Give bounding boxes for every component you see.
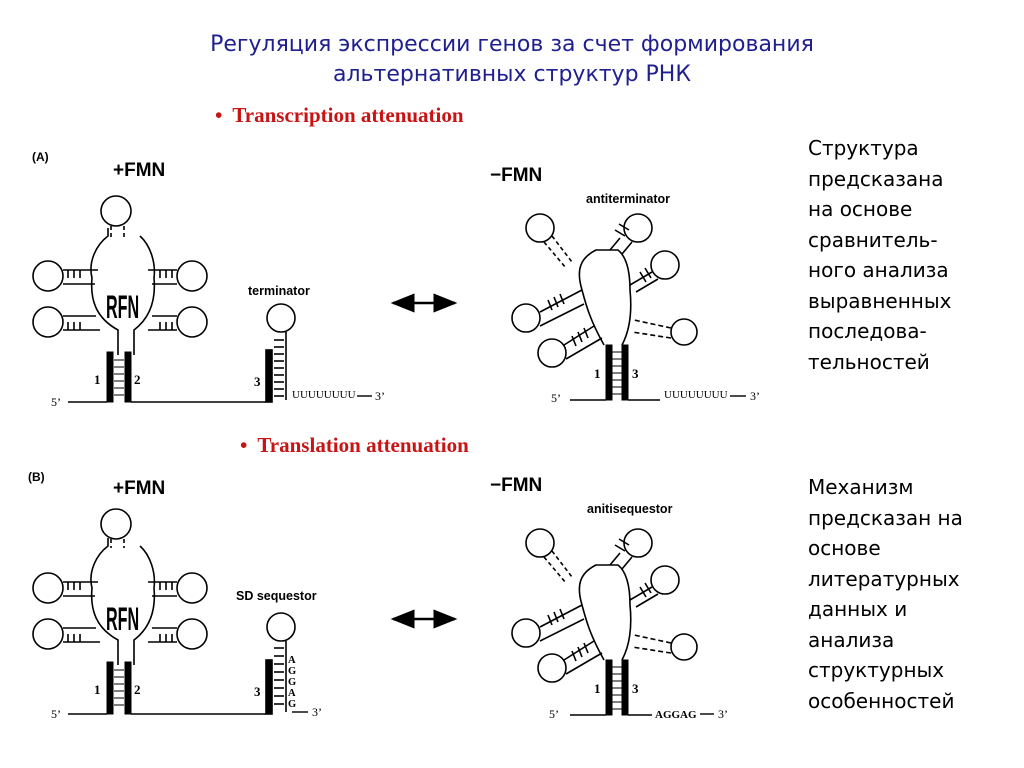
sd-sequestor-label: SD sequestor [236,589,317,603]
note-line: литературных [808,566,960,591]
section-heading-transcription: • Transcription attenuation [215,103,464,128]
end-3-b-right: 3’ [718,707,728,721]
note-line: предсказана [808,166,944,191]
note-line: сравнитель- [808,227,938,252]
end-5-b: 5’ [51,707,61,721]
stem-number-1-a-right: 1 [594,366,601,381]
rfn-label-a: RFN [106,290,139,325]
antiterminator-label: antiterminator [586,192,671,206]
stem-number-2-a: 2 [134,372,141,387]
terminator-hairpin-a [265,303,296,403]
stem-number-1-b: 1 [94,682,101,697]
note-line: на основе [808,197,913,221]
note-line: выравненных [808,288,952,313]
sd-letter-4: A [288,688,296,699]
antisequestor-label: anitisequestor [587,502,673,516]
note-line: структурных [808,658,945,682]
bullet-icon: • [240,433,248,457]
note-line: Структура [808,136,919,160]
page-title: Регуляция экспрессии генов за счет форми… [0,30,1024,90]
rfn-label-b: RFN [106,602,139,637]
note-line: предсказан на [808,505,963,530]
u-tail-a-right: UUUUUUUU [664,389,728,401]
plus-fmn-label-a: +FMN [113,160,166,181]
sd-sequestor-hairpin-b [265,612,296,715]
stem-number-1-b-right: 1 [594,681,601,696]
note-line: Механизм [808,475,914,499]
sd-letter-1: A [288,655,296,666]
section-heading-translation: • Translation attenuation [240,433,469,458]
end-3-a: 3’ [375,389,385,403]
sd-letter-5: G [288,699,296,710]
stem-number-3-a-right: 3 [632,366,639,381]
stem-1-3-a-right [605,344,629,401]
stem-number-3-a: 3 [254,374,261,389]
note-structure-prediction: Структура предсказана на основе сравните… [808,133,951,377]
plus-fmn-label-b: +FMN [113,478,166,499]
panel-letter-b: (B) [28,470,45,484]
u-tail-a: UUUUUUUU [292,389,356,401]
stem-number-2-b: 2 [134,682,141,697]
title-line-2: альтернативных структур РНК [333,62,691,87]
end-5-a-right: 5’ [551,391,561,405]
panel-letter-a: (A) [32,150,49,164]
stem-1-3-b-right [605,659,629,716]
terminator-label: terminator [248,284,310,298]
stem-1-2-a [106,351,132,403]
stem-1-2-b [106,661,132,715]
end-5-b-right: 5’ [549,707,559,721]
rfn-aptamer-a [32,195,208,355]
minus-fmn-label-b: −FMN [490,475,543,496]
stem-number-3-b: 3 [254,684,261,699]
end-3-a-right: 3’ [750,389,760,403]
stem-number-1-a: 1 [94,372,101,387]
minus-fmn-label-a: −FMN [490,165,543,186]
bullet-icon: • [215,103,223,127]
heading-text: Transcription attenuation [232,103,464,127]
note-line: ного анализа [808,258,949,282]
sd-letter-3: G [288,677,296,688]
note-line: тельностей [808,349,930,374]
sd-letter-2: G [288,666,296,677]
note-line: особенностей [808,688,955,713]
stem-number-3-b-right: 3 [632,681,639,696]
sd-tail-b-right: AGGAG [655,709,697,721]
title-line-1: Регуляция экспрессии генов за счет форми… [210,32,814,57]
note-line: последова- [808,319,927,343]
end-5-a: 5’ [51,395,61,409]
note-line: анализа [808,627,895,652]
heading-text: Translation attenuation [257,433,469,457]
note-mechanism-prediction: Механизм предсказан на основе литературн… [808,472,963,716]
end-3-b: 3’ [312,705,322,719]
note-line: основе [808,536,881,560]
antisequestor-structure-b [511,528,698,683]
note-line: данных и [808,597,908,621]
rfn-aptamer-b [32,508,208,665]
antiterminator-structure-a [511,213,698,368]
